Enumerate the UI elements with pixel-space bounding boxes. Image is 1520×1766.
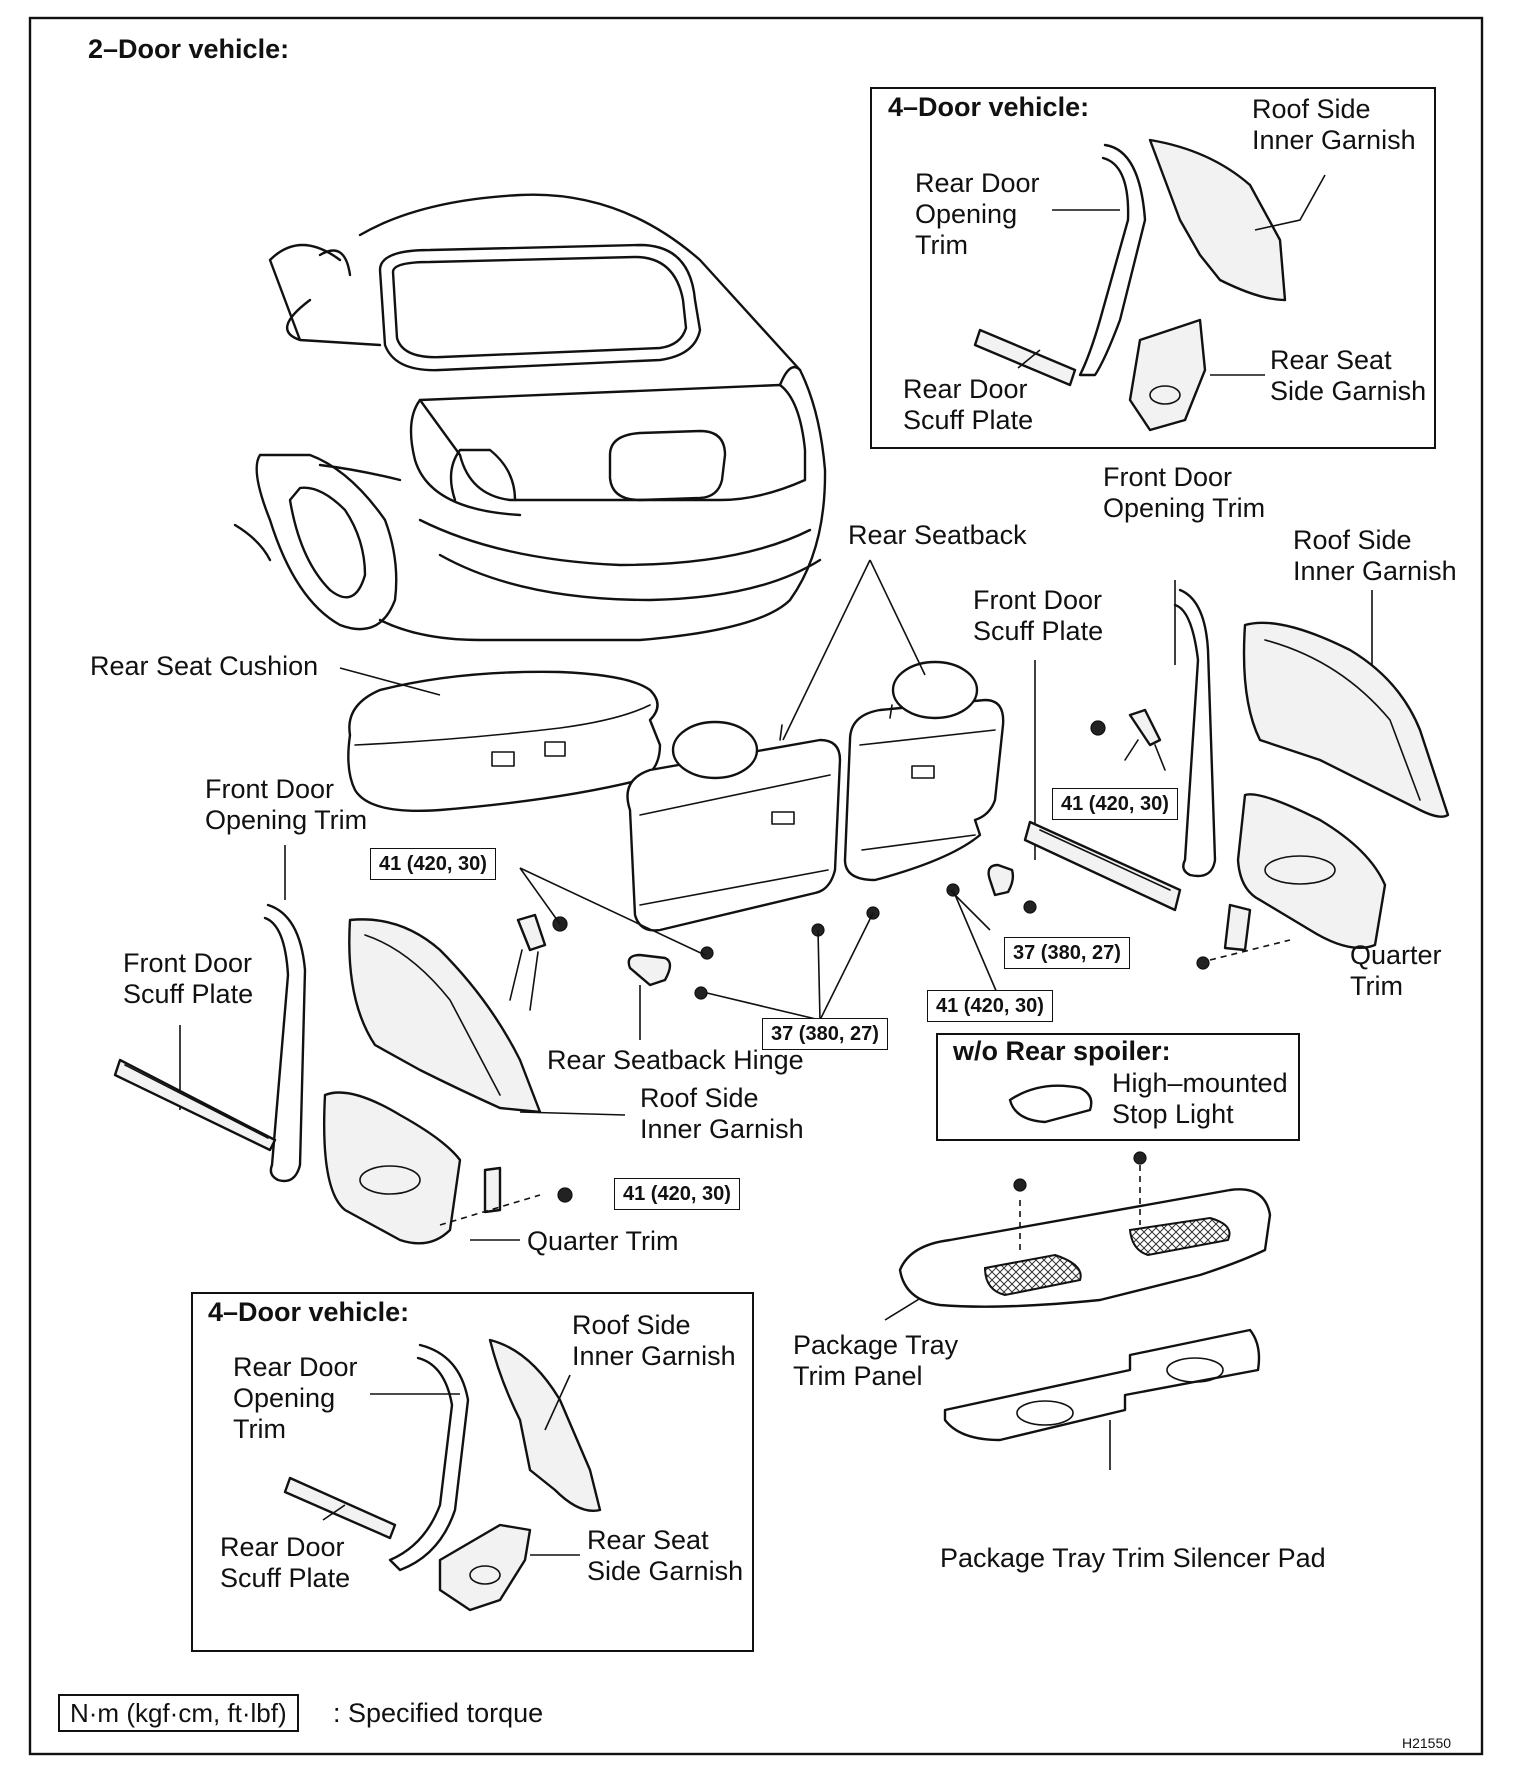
rear-seatback-left-part [626,720,842,932]
torque-spec-box: 37 (380, 27) [1004,937,1130,969]
quarter-trim-left-label: Quarter Trim [527,1226,679,1256]
torque-spec-box: 37 (380, 27) [762,1018,888,1050]
torque-spec-box: 41 (420, 30) [370,848,496,880]
inset-bottom-leaders [322,1374,580,1556]
inset-bottom-rear-door-opening-trim-label: Rear Door Opening Trim [233,1352,358,1444]
high-mounted-stop-light-part [1008,1084,1093,1124]
torque-spec-box: 41 (420, 30) [1052,788,1178,820]
inset-top-rear-door-scuff-plate [973,328,1077,387]
roof-side-inner-garnish-left-label: Roof Side Inner Garnish [640,1083,804,1144]
quarter-trim-right-label: Quarter Trim [1350,940,1442,1001]
page-title: 2–Door vehicle: [88,34,290,64]
package-tray-trim-panel-part [898,1151,1272,1308]
left-front-door-opening-trim [263,903,307,1183]
inset-bottom-rear-seat-side-garnish [438,1523,532,1612]
front-door-scuff-plate-right-label: Front Door Scuff Plate [973,585,1104,646]
spoiler-variant-title: w/o Rear spoiler: [953,1036,1171,1066]
seatback-hinges-and-bolts [552,720,1210,1203]
torque-unit-legend-box: N·m (kgf·cm, ft·lbf) [58,1694,299,1732]
spoiler-variant-box [936,1033,1300,1141]
right-front-door-scuff-plate [1023,820,1182,912]
high-mounted-stop-light-label: High–mounted Stop Light [1112,1068,1288,1129]
rear-seatback-hinge-label: Rear Seatback Hinge [547,1045,804,1075]
inset-top-roof-side-inner-garnish-label: Roof Side Inner Garnish [1252,94,1416,155]
inset-bottom-roof-side-inner-garnish-label: Roof Side Inner Garnish [572,1310,736,1371]
package-tray-silencer-pad-part [943,1328,1261,1442]
front-door-opening-trim-left-label: Front Door Opening Trim [205,774,368,835]
right-quarter-trim [1209,793,1387,961]
right-bracket-part [1124,708,1166,771]
right-front-door-opening-trim [1173,588,1217,878]
figure-code: H21550 [1402,1735,1452,1751]
inset-top-leaders [1017,174,1326,376]
inset-top-roof-side-inner-garnish [1148,138,1287,302]
package-tray-trim-silencer-pad-label: Package Tray Trim Silencer Pad [940,1543,1326,1573]
torque-legend-text: : Specified torque [333,1698,544,1728]
rear-seatback-label: Rear Seatback [848,520,1027,550]
inset-bottom-title: 4–Door vehicle: [208,1297,410,1327]
front-door-opening-trim-right-label: Front Door Opening Trim [1103,462,1266,523]
inset-top-box [870,87,1436,449]
inset-top-rear-door-opening-trim-label: Rear Door Opening Trim [915,168,1040,260]
rear-seat-cushion-label: Rear Seat Cushion [90,651,319,681]
inset-top-title: 4–Door vehicle: [888,92,1090,122]
inset-top-rear-seat-side-garnish [1128,318,1207,432]
inset-top-rear-door-scuff-plate-label: Rear Door Scuff Plate [903,374,1034,435]
roof-side-inner-garnish-right-label: Roof Side Inner Garnish [1293,525,1457,586]
torque-spec-box: 41 (420, 30) [927,990,1053,1022]
inset-bottom-rear-door-scuff-plate-label: Rear Door Scuff Plate [220,1532,351,1593]
torque-spec-box: 41 (420, 30) [614,1178,740,1210]
car-body-illustration [233,193,827,642]
left-quarter-trim [322,1091,541,1245]
package-tray-trim-panel-label: Package Tray Trim Panel [793,1330,959,1391]
left-roof-side-inner-garnish [348,918,542,1114]
rear-seatback-right-part [843,660,1005,882]
inset-bottom-rear-door-opening-trim [388,1343,470,1572]
inset-bottom-roof-side-inner-garnish [488,1338,602,1512]
inset-bottom-box [191,1292,754,1652]
left-front-door-scuff-plate [113,1058,277,1152]
left-bracket-part [509,913,547,1011]
inset-top-rear-door-opening-trim [1078,143,1147,377]
page-frame [28,16,1484,1756]
right-roof-side-inner-garnish [1242,621,1450,818]
front-door-scuff-plate-left-label: Front Door Scuff Plate [123,948,254,1009]
inset-top-rear-seat-side-garnish-label: Rear Seat Side Garnish [1270,345,1427,406]
rear-seat-cushion-part [347,670,662,812]
inset-bottom-rear-seat-side-garnish-label: Rear Seat Side Garnish [587,1525,744,1586]
